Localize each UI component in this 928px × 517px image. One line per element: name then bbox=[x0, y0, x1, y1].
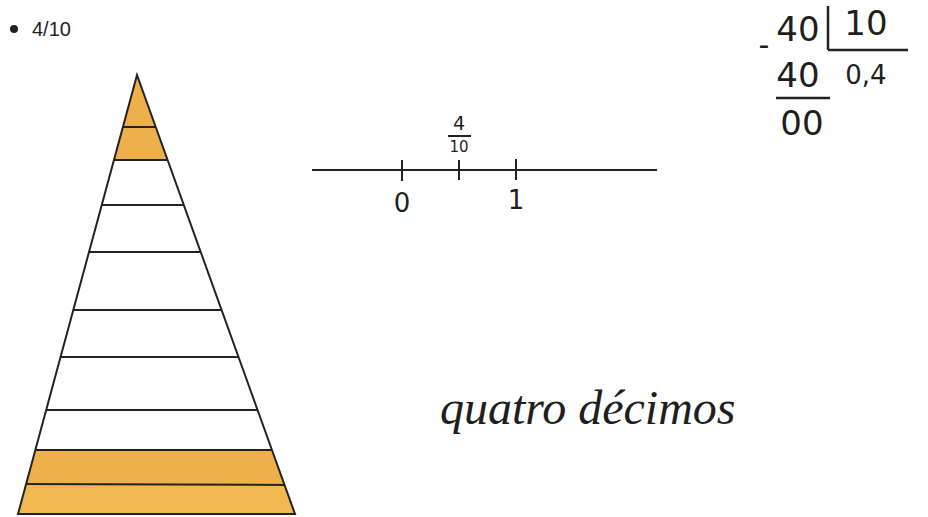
shaded-band bbox=[0, 484, 320, 516]
handwritten-number: 0 bbox=[394, 190, 411, 216]
triangle-outline bbox=[18, 75, 295, 514]
handwritten-number: 00 bbox=[780, 106, 823, 140]
handwritten-number: 1 bbox=[508, 187, 525, 213]
shaded-band bbox=[0, 450, 320, 484]
fraction-words: quatro décimos bbox=[440, 384, 736, 432]
bullet-dot bbox=[10, 25, 18, 33]
shaded-band bbox=[0, 70, 320, 127]
handwritten-number: 10 bbox=[844, 6, 887, 40]
fraction-triangle bbox=[0, 70, 320, 516]
fraction-bar bbox=[448, 135, 471, 137]
number-line bbox=[312, 136, 657, 181]
handwritten-number: 40 bbox=[776, 58, 819, 92]
handwritten-number: 40 bbox=[776, 12, 819, 46]
band-lines bbox=[0, 127, 320, 485]
handwritten-number: 0,4 bbox=[845, 62, 886, 88]
handwritten-number: 10 bbox=[449, 140, 468, 155]
exercise-heading: 4/10 bbox=[32, 19, 71, 39]
handwritten-number: 4 bbox=[453, 114, 465, 133]
shaded-band bbox=[0, 127, 320, 160]
handwritten-number: - bbox=[759, 30, 770, 60]
subtraction-rule bbox=[776, 97, 830, 100]
division-bracket bbox=[776, 6, 908, 98]
